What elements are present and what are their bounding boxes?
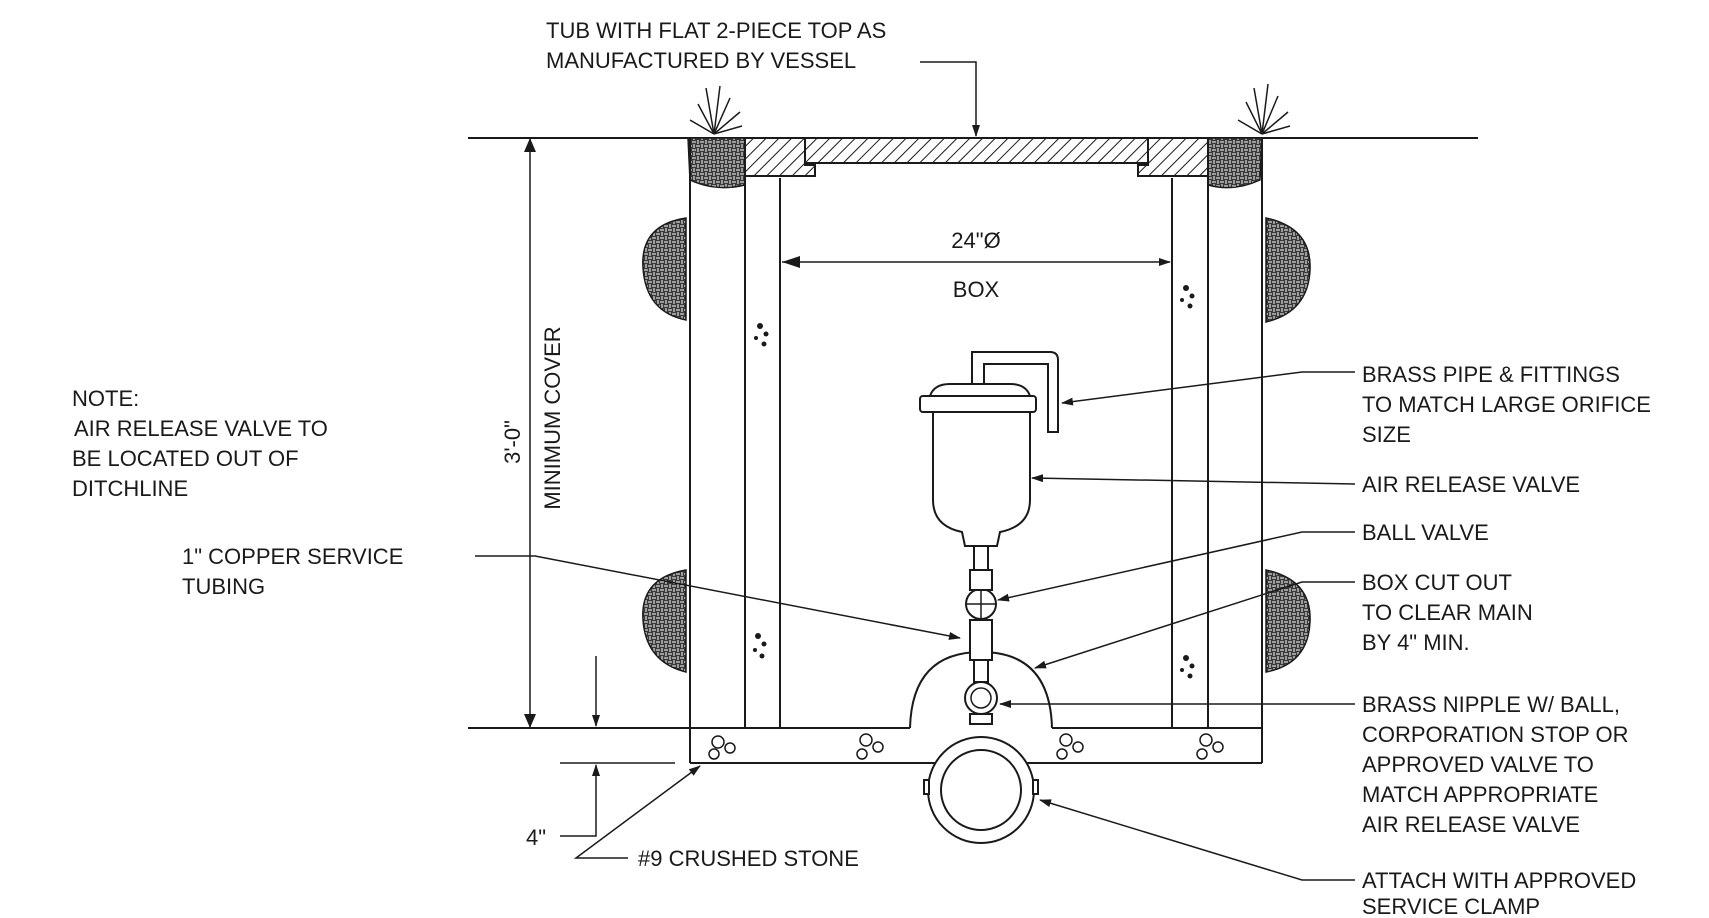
air-release-valve-body [932,411,1031,547]
leader-cutout [1034,581,1355,669]
soil-mound-left-lower [642,569,687,673]
box-diameter-label: 24"Ø [951,228,1000,253]
dim-arrow-top [524,138,536,152]
soil-top-left [687,137,746,189]
soil-mound-right-upper [1265,217,1311,323]
cutout-line-1: BOX CUT OUT [1362,570,1512,595]
dim-line-stone-bottom [560,764,600,837]
nipple-line-5: AIR RELEASE VALVE [1362,812,1580,837]
grass-tuft-right-icon [1237,83,1291,135]
note-line-3: BE LOCATED OUT OF [72,446,299,471]
brass-nipple-stem [973,659,989,683]
brass-pipe-line-1: BRASS PIPE & FITTINGS [1362,362,1620,387]
brass-nipple-ball-inner [970,687,992,709]
copper-tubing-segment [969,619,993,661]
crushed-stone-label: #9 CRUSHED STONE [638,846,859,871]
brass-pipe-line-2: TO MATCH LARGE ORIFICE [1362,392,1651,417]
lid-rim-right [1137,137,1209,177]
brass-pipe-line-3: SIZE [1362,422,1411,447]
copper-line-2: TUBING [182,574,265,599]
top-callout-line-1: TUB WITH FLAT 2-PIECE TOP AS [546,18,886,43]
clamp-line-2: SERVICE CLAMP [1362,894,1540,918]
leader-copper [475,555,961,640]
ball-valve-riser [973,545,989,571]
dim-arrow-bottom [524,714,536,728]
cutout-line-2: TO CLEAR MAIN [1362,600,1533,625]
leader-ball-valve [997,531,1355,602]
soil-mound-right-lower [1265,569,1311,673]
cover-label: MINIMUM COVER [540,326,565,509]
arv-label: AIR RELEASE VALVE [1362,472,1580,497]
note-line-1: NOTE: [72,386,139,411]
copper-line-1: 1" COPPER SERVICE [182,544,403,569]
crushed-stone-icon [708,733,1224,760]
service-clamp-lug-left [923,779,930,795]
grass-tuft-left-icon [689,85,743,135]
leader-stone-left [573,765,701,859]
note-line-2: AIR RELEASE VALVE TO [74,416,328,441]
nipple-line-1: BRASS NIPPLE W/ BALL, [1362,692,1620,717]
soil-mound-left-upper [642,217,687,321]
box-label: BOX [953,277,1000,302]
nipple-line-2: CORPORATION STOP OR [1362,722,1628,747]
leader-arv [1031,474,1356,485]
ball-valve-upper-fitting [969,569,993,591]
leader-brass-pipe [1061,371,1355,406]
nipple-line-3: APPROVED VALVE TO [1362,752,1594,777]
cutout-line-3: BY 4" MIN. [1362,630,1470,655]
note-line-4: DITCHLINE [72,476,188,501]
stone-depth-label: 4" [526,825,546,850]
dim-arrow-box-left [782,256,800,268]
cover-depth-label: 3'-0" [500,420,525,464]
ball-valve-label: BALL VALVE [1362,520,1489,545]
brass-nipple-ball [964,681,998,715]
stone-speckle-icon [753,285,1195,679]
brass-pipe-fittings [971,351,1059,433]
clamp-line-1: ATTACH WITH APPROVED [1362,868,1636,893]
water-main-bore [940,749,1022,831]
top-callout-line-2: MANUFACTURED BY VESSEL [546,48,856,73]
leader-top-callout [920,61,980,137]
air-release-valve-top [928,383,1032,397]
lid-top-panel [804,137,1149,164]
leader-clamp [1039,799,1355,881]
brass-nipple-base [969,713,993,725]
air-release-valve-cap [919,395,1037,413]
service-clamp-lug-right [1032,779,1039,795]
nipple-line-4: MATCH APPROPRIATE [1362,782,1598,807]
soil-top-right [1207,137,1263,189]
